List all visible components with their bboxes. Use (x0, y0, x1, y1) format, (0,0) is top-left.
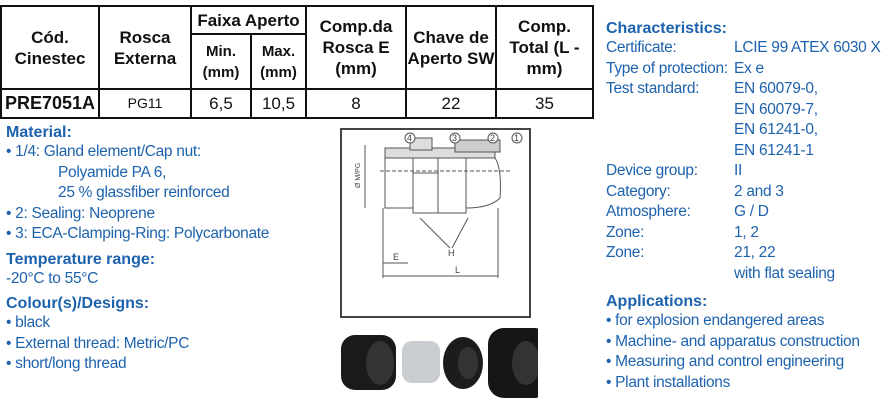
callout-2: 2 (490, 133, 495, 143)
characteristic-value: EN 61241-1 (734, 141, 814, 159)
callout-3: 3 (452, 133, 457, 143)
characteristic-key (606, 264, 734, 285)
material-title: Material: (6, 124, 72, 141)
dim-e: E (393, 252, 399, 262)
header-comp-rosca: Comp.da Rosca E (mm) (305, 5, 407, 90)
cell-rosca: PG11 (98, 88, 192, 119)
characteristic-key: Zone: (606, 244, 645, 261)
characteristic-row: Zone: 21, 22 (606, 243, 881, 264)
characteristic-row: Category: 2 and 3 (606, 182, 881, 203)
cell-chave: 22 (405, 88, 497, 119)
application-item: • Plant installations (606, 373, 731, 391)
header-min: Min. (mm) (190, 33, 252, 90)
characteristic-key: Atmosphere: (606, 203, 691, 220)
material-section: Material: • 1/4: Gland element/Cap nut: … (6, 124, 269, 375)
characteristic-row: Certificate: LCIE 99 ATEX 6030 X (606, 38, 881, 59)
dim-diameter: Ø M/PG (355, 163, 362, 188)
application-item: • for explosion endangered areas (606, 312, 825, 329)
application-item: • Measuring and control engineering (606, 353, 844, 370)
characteristic-row: Device group: II (606, 161, 881, 182)
characteristic-row: Type of protection: Ex e (606, 59, 881, 80)
characteristic-key (606, 141, 734, 162)
characteristic-value: EN 60079-0, (734, 80, 818, 97)
characteristic-value: 1, 2 (734, 223, 759, 241)
callout-4: 4 (407, 133, 412, 143)
cell-comp-rosca: 8 (305, 88, 407, 119)
characteristic-row: with flat sealing (606, 264, 881, 285)
material-item: • 3: ECA-Clamping-Ring: Polycarbonate (6, 225, 270, 242)
technical-drawing: 4 3 2 1 Ø M/PG H E L (340, 128, 531, 318)
material-item: Polyamide PA 6, (58, 163, 167, 181)
header-rosca: Rosca Externa (98, 5, 192, 90)
colour-item: • black (6, 314, 50, 331)
header-faixa: Faixa Aperto (190, 5, 307, 35)
characteristic-row: EN 61241-1 (606, 141, 881, 162)
header-comp-total: Comp. Total (L - mm) (495, 5, 594, 90)
characteristic-key: Zone: (606, 223, 645, 241)
colours-title: Colour(s)/Designs: (6, 295, 150, 312)
characteristics-section: Characteristics: Certificate: LCIE 99 ATE… (606, 20, 881, 393)
characteristic-key: Type of protection: (606, 59, 728, 77)
temperature-title: Temperature range: (6, 250, 156, 268)
colour-item: • External thread: Metric/PC (6, 334, 190, 352)
applications-title: Applications: (606, 293, 708, 310)
characteristic-row: EN 61241-0, (606, 120, 881, 141)
characteristic-value: Ex e (734, 59, 764, 77)
callout-1: 1 (514, 133, 519, 143)
cell-cod: PRE7051A (0, 88, 100, 119)
characteristic-row: Atmosphere: G / D (606, 202, 881, 223)
product-photo (341, 328, 538, 398)
characteristic-key (606, 120, 734, 141)
characteristic-key: Category: (606, 182, 671, 200)
characteristic-key: Device group: (606, 162, 698, 179)
characteristic-value: II (734, 162, 743, 179)
characteristic-key: Certificate: (606, 39, 677, 56)
characteristics-title: Characteristics: (606, 20, 727, 37)
characteristic-key (606, 100, 734, 121)
characteristic-row: EN 60079-7, (606, 100, 881, 121)
characteristic-value: with flat sealing (734, 264, 835, 282)
header-chave: Chave de Aperto SW (405, 5, 497, 90)
characteristic-value: EN 61241-0, (734, 121, 818, 138)
characteristic-value: EN 60079-7, (734, 100, 818, 118)
characteristic-row: Zone: 1, 2 (606, 223, 881, 244)
spec-table: Cód. Cinestec Rosca Externa Faixa Aperto… (0, 5, 594, 119)
table-row: PRE7051A PG11 6,5 10,5 8 22 35 (0, 88, 594, 119)
characteristic-row: Test standard: EN 60079-0, (606, 79, 881, 100)
characteristic-value: 21, 22 (734, 244, 776, 261)
characteristic-value: 2 and 3 (734, 182, 784, 200)
header-max: Max. (mm) (250, 33, 307, 90)
colour-item: • short/long thread (6, 355, 127, 372)
header-cod: Cód. Cinestec (0, 5, 100, 90)
characteristic-value: LCIE 99 ATEX 6030 X (734, 39, 881, 56)
material-item: • 2: Sealing: Neoprene (6, 204, 155, 222)
temperature-value: -20°C to 55°C (6, 269, 99, 287)
characteristic-key: Test standard: (606, 80, 700, 97)
cell-min: 6,5 (190, 88, 252, 119)
material-item: • 1/4: Gland element/Cap nut: (6, 143, 201, 160)
application-item: • Machine- and apparatus construction (606, 332, 860, 350)
characteristic-value: G / D (734, 203, 769, 220)
material-item: 25 % glassfiber reinforced (58, 184, 230, 201)
cell-comp-total: 35 (495, 88, 594, 119)
cell-max: 10,5 (250, 88, 307, 119)
dim-h: H (448, 248, 455, 258)
dim-l: L (455, 265, 460, 275)
